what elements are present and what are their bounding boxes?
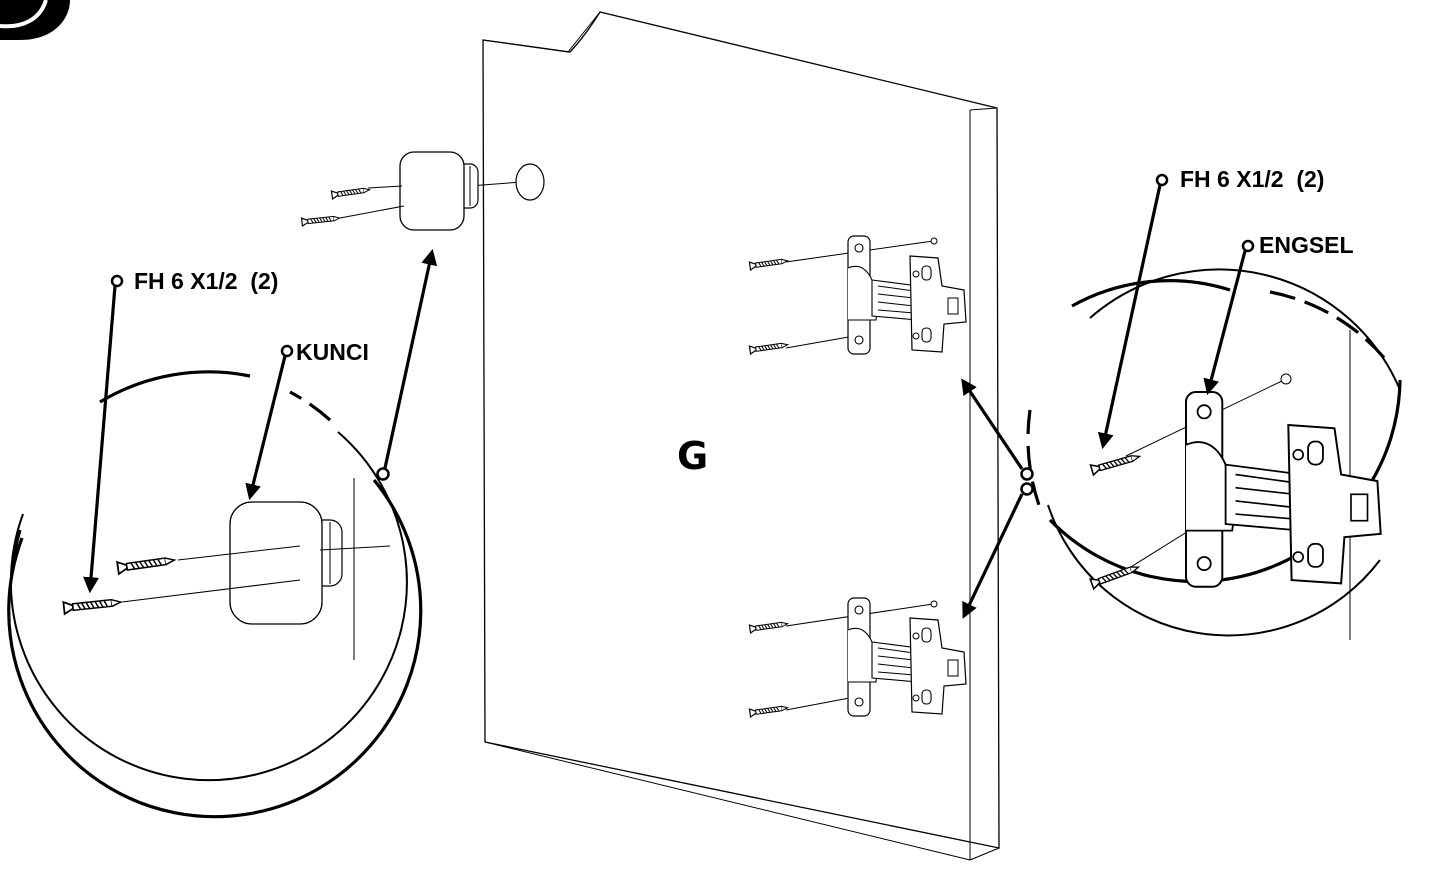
label-right-screw: FH 6 X1/2 (2) [1180,166,1324,192]
panel-letter: G [677,434,708,478]
lock-knob-detail [300,151,545,231]
callout-leaders [83,173,1255,619]
label-left-screw: FH 6 X1/2 (2) [134,268,278,294]
label-hinge: ENGSEL [1259,232,1354,258]
step-badge-ring [0,0,48,29]
left-detail-circle [7,370,423,819]
label-lock: KUNCI [296,339,369,365]
lower-hinge [748,597,967,718]
right-detail-circle [1026,268,1402,640]
upper-hinge [748,235,967,355]
step-badge [0,0,70,40]
door-panel [482,11,1000,861]
